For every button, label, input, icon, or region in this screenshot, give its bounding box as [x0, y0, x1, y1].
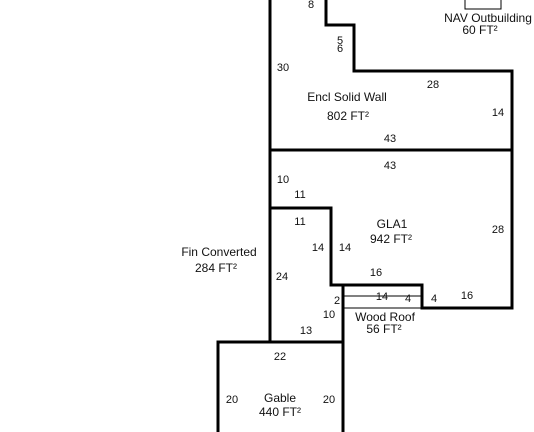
gable-outline	[216, 340, 345, 432]
dimension-label: 14	[339, 242, 351, 254]
dimension-label: 8	[308, 0, 314, 11]
gla1-outline	[268, 150, 514, 310]
dimension-label: 11	[294, 189, 305, 201]
dimension-label: 28	[492, 224, 504, 236]
dimension-label: 14	[492, 107, 504, 119]
nav-outbuilding-name: NAV Outbuilding	[444, 11, 532, 25]
dimension-label: 14	[312, 242, 324, 254]
dimension-label: 30	[277, 62, 289, 74]
nav-outbuilding-area: 60 FT²	[462, 23, 497, 37]
dimension-label: 24	[276, 271, 288, 283]
dimension-label: 43	[384, 133, 396, 145]
dimension-label: 16	[370, 267, 382, 279]
gable-area: 440 FT²	[259, 405, 301, 419]
wood-roof-name: Wood Roof	[355, 310, 415, 324]
dimension-label: 22	[274, 351, 286, 363]
dimension-label: 4	[405, 293, 411, 305]
dimension-label: 20	[323, 394, 335, 406]
gla1-area: 942 FT²	[370, 232, 412, 246]
gla1-name: GLA1	[377, 217, 408, 231]
dimension-label: 16	[461, 290, 473, 302]
encl-solid-wall-name: Encl Solid Wall	[307, 90, 387, 104]
encl-solid-wall-outline	[268, 0, 514, 152]
dimension-label: 5	[337, 35, 343, 47]
dimension-label: 10	[277, 174, 289, 186]
fin-converted-area: 284 FT²	[195, 261, 237, 275]
dimension-label: 4	[431, 293, 437, 305]
encl-solid-wall-area: 802 FT²	[327, 109, 369, 123]
dimension-label: 14	[376, 291, 388, 303]
nav-outbuilding-outline	[464, 0, 502, 10]
dimension-label: 28	[427, 79, 439, 91]
gable-name: Gable	[264, 391, 296, 405]
dimension-label: 20	[226, 394, 238, 406]
wood-roof-area: 56 FT²	[366, 322, 401, 336]
dimension-label: 2	[334, 295, 340, 307]
dimension-label: 10	[323, 309, 335, 321]
dimension-label: 13	[300, 325, 312, 337]
dimension-label: 43	[384, 160, 396, 172]
dimension-label: 6	[337, 43, 343, 55]
fin-converted-name: Fin Converted	[181, 245, 256, 259]
dimension-label: 11	[294, 216, 305, 228]
